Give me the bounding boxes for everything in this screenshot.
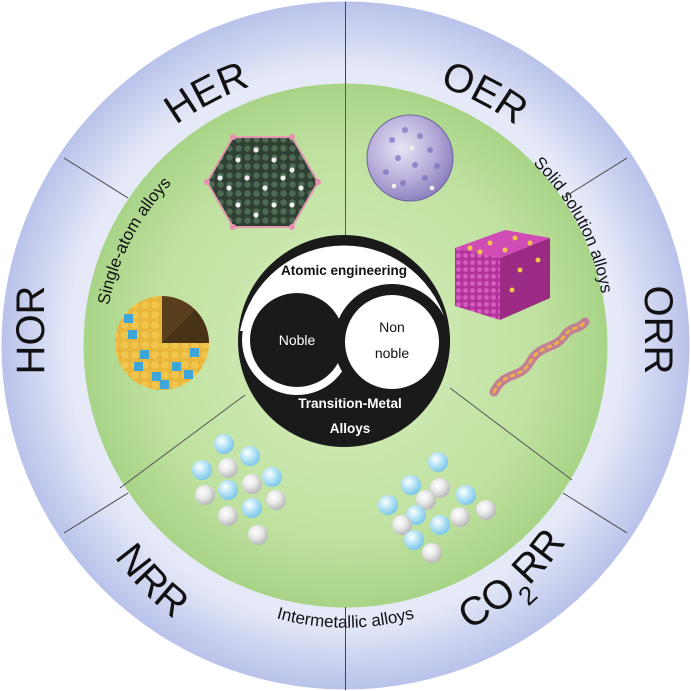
sector-dividers <box>119 84 573 489</box>
non-noble-label-line2: noble <box>375 345 409 361</box>
solid-solution-cube-illustration <box>455 230 550 320</box>
core-emblem: Atomic engineering Noble Non noble Trans… <box>238 235 450 447</box>
single-atom-hexagon-illustration <box>204 134 321 230</box>
intermetallic-lattice-left-illustration <box>192 434 286 545</box>
solid-solution-nanowire-illustration <box>489 317 590 397</box>
core-bottom-label-line1: Transition-Metal <box>298 396 402 411</box>
noble-label: Noble <box>279 332 316 348</box>
intermetallic-lattice-right-illustration <box>378 452 496 563</box>
core-top-label: Atomic engineering <box>281 263 407 278</box>
non-noble-circle <box>345 295 439 389</box>
orr-label: ORR <box>636 286 680 375</box>
hor-label: HOR <box>9 286 53 375</box>
noble-circle <box>250 293 344 387</box>
single-atom-core-shell-illustration <box>115 296 209 390</box>
ring-dividers <box>63 1 628 690</box>
core-bottom-label-line2: Alloys <box>330 421 371 436</box>
solid-solution-nanosphere-illustration <box>366 114 454 202</box>
non-noble-label-line1: Non <box>379 319 405 335</box>
